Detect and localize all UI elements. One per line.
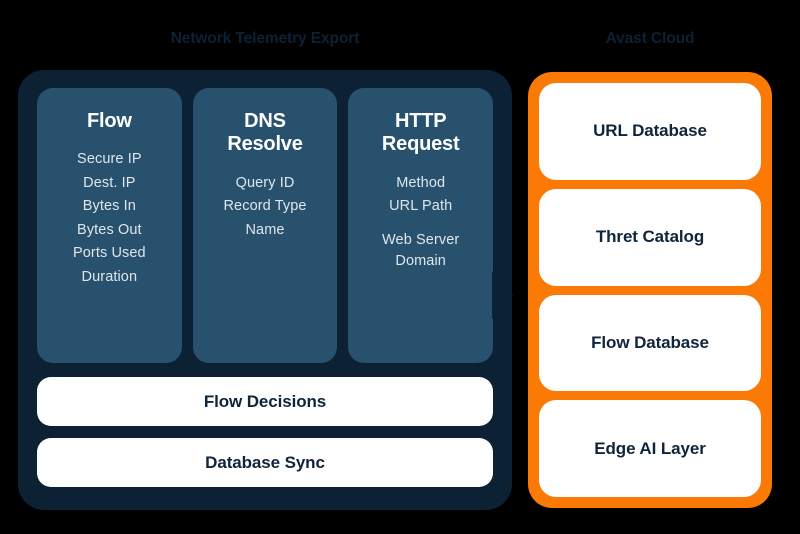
field-bytes-out: Bytes Out bbox=[77, 221, 142, 238]
telemetry-column-flow[interactable]: Flow Secure IP Dest. IP Bytes In Bytes O… bbox=[37, 88, 182, 363]
field-web-server-domain: Web Server Domain bbox=[382, 231, 460, 270]
field-duration: Duration bbox=[81, 268, 138, 285]
process-bars-group: Flow Decisions Database Sync bbox=[37, 377, 493, 487]
column-title-dns-resolve: DNS Resolve bbox=[227, 110, 303, 156]
field-bytes-in: Bytes In bbox=[82, 198, 136, 215]
cloud-card-thret-catalog[interactable]: Thret Catalog bbox=[539, 188, 761, 286]
avast-cloud-panel: URL Database Thret Catalog Flow Database… bbox=[528, 72, 772, 508]
right-section-title: Avast Cloud bbox=[605, 30, 695, 47]
network-telemetry-export-panel: Flow Secure IP Dest. IP Bytes In Bytes O… bbox=[18, 70, 512, 510]
process-bar-flow-decisions[interactable]: Flow Decisions bbox=[37, 377, 493, 426]
column-fields-http-request: Method URL Path Web Server Domain bbox=[382, 173, 459, 273]
column-fields-dns-resolve: Query ID Record Type Name bbox=[223, 173, 306, 241]
telemetry-columns-row: Flow Secure IP Dest. IP Bytes In Bytes O… bbox=[37, 88, 494, 363]
telemetry-column-http-request[interactable]: HTTP Request Method URL Path Web Server … bbox=[348, 88, 494, 363]
cloud-card-flow-database[interactable]: Flow Database bbox=[539, 294, 761, 392]
field-url-path: URL Path bbox=[389, 198, 453, 215]
column-title-http-request: HTTP Request bbox=[381, 110, 460, 156]
field-dest-ip: Dest. IP bbox=[83, 174, 136, 191]
field-record-type: Record Type bbox=[223, 198, 307, 215]
field-secure-ip: Secure IP bbox=[77, 151, 142, 168]
cloud-card-url-database[interactable]: URL Database bbox=[539, 83, 761, 180]
cloud-card-edge-ai-layer[interactable]: Edge AI Layer bbox=[539, 400, 761, 497]
column-title-flow: Flow bbox=[86, 110, 132, 132]
left-section-title: Network Telemetry Export bbox=[170, 30, 360, 47]
telemetry-column-dns-resolve[interactable]: DNS Resolve Query ID Record Type Name bbox=[192, 88, 338, 363]
field-method: Method bbox=[396, 174, 446, 191]
column-fields-flow: Secure IP Dest. IP Bytes In Bytes Out Po… bbox=[73, 149, 146, 288]
process-bar-database-sync[interactable]: Database Sync bbox=[37, 438, 493, 487]
field-ports-used: Ports Used bbox=[72, 245, 146, 262]
field-name: Name bbox=[245, 221, 285, 238]
field-query-id: Query ID bbox=[235, 174, 295, 191]
